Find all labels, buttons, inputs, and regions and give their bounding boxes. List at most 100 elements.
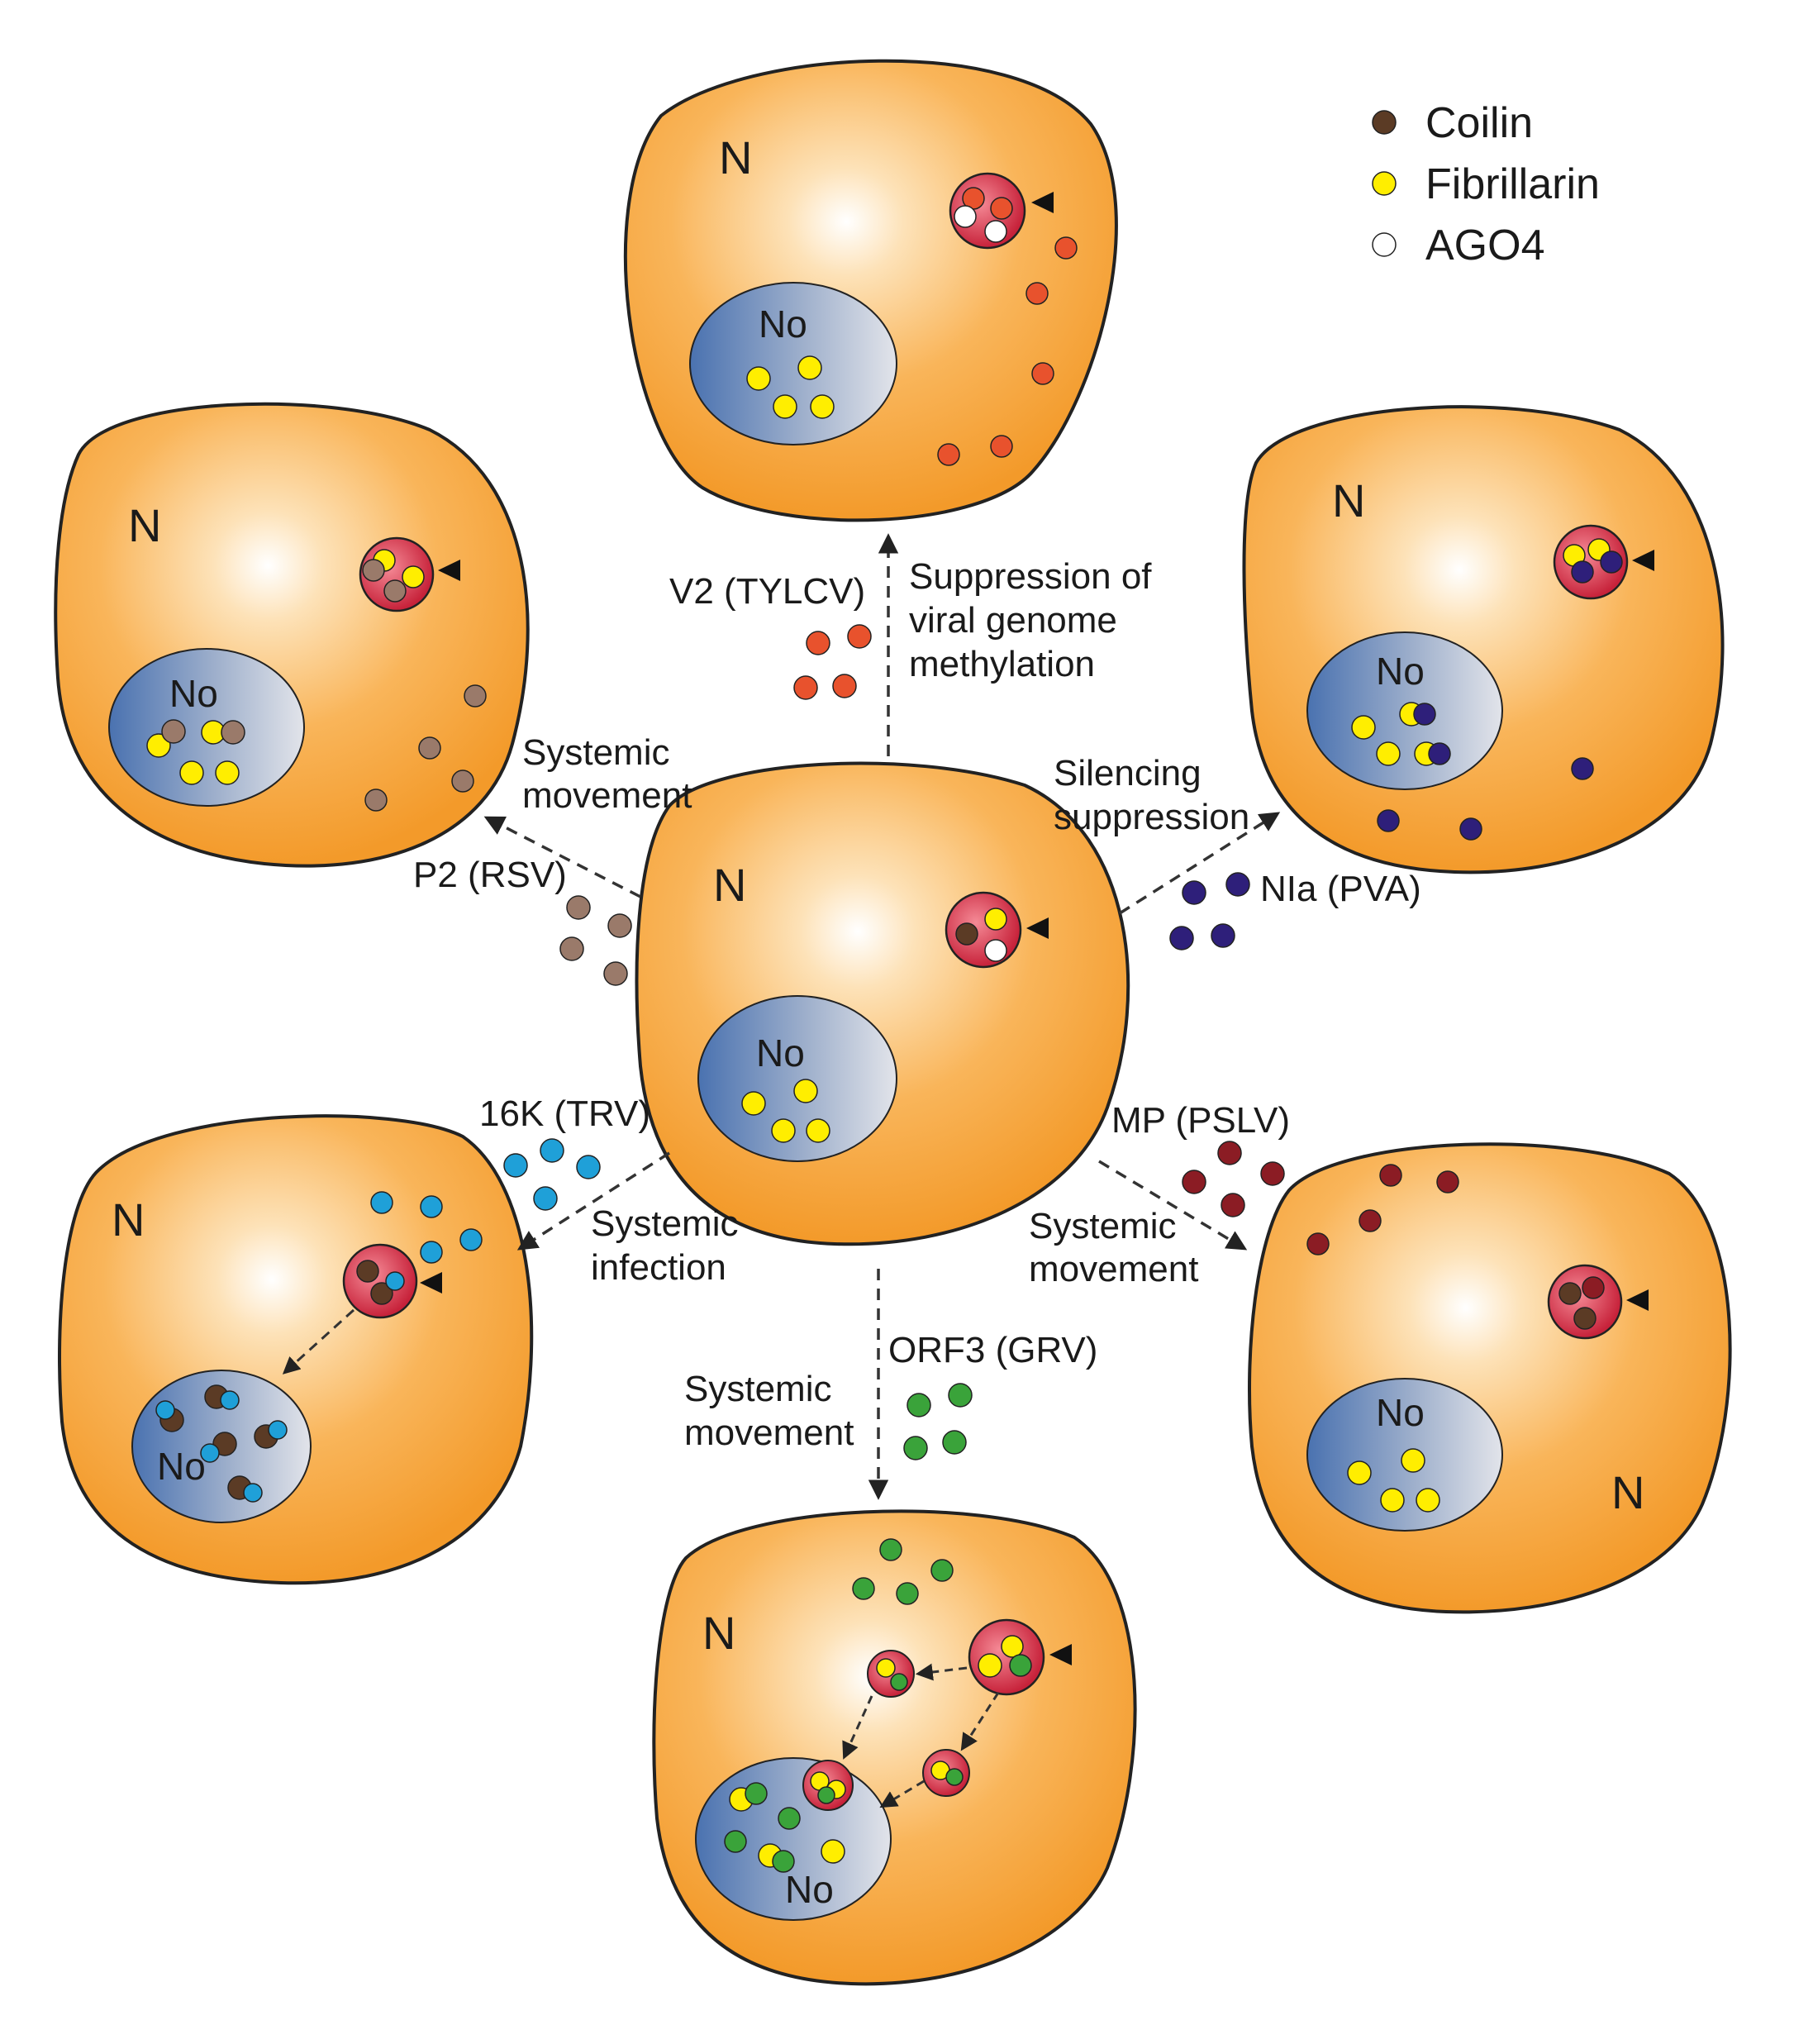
tylcv-dot xyxy=(806,631,830,655)
grv-dot xyxy=(745,1782,768,1805)
cell-grv-nucleolus-label: No xyxy=(785,1868,834,1911)
cell-pva: N No xyxy=(1242,405,1725,874)
pathway-labels: V2 (TYLCV) Suppression of viral genome m… xyxy=(413,556,1421,1453)
label-pva-effect-2: suppression xyxy=(1054,797,1249,837)
pva-dot xyxy=(1211,923,1235,948)
grv-dot xyxy=(724,1830,747,1853)
cajal-body-arrowhead xyxy=(1049,1644,1072,1665)
rsv-dot xyxy=(364,789,388,812)
pva-dot xyxy=(1413,703,1436,726)
pslv-dot xyxy=(1182,1170,1206,1194)
cell-pva-cajal-body xyxy=(1553,524,1629,600)
label-grv-protein: ORF3 (GRV) xyxy=(888,1330,1097,1370)
cell-center: N No xyxy=(635,761,1130,1246)
pva-dot xyxy=(1571,757,1594,780)
fibrillarin-dot xyxy=(771,1118,796,1143)
fibrillarin-dot xyxy=(810,394,835,419)
tylcv-dot xyxy=(1025,282,1049,305)
cell-center-nucleolus xyxy=(697,995,897,1162)
trv-dot xyxy=(243,1483,263,1503)
cell-tylcv: N No xyxy=(624,59,1118,522)
fibrillarin-dot xyxy=(1001,1635,1024,1658)
pslv-dot xyxy=(1582,1276,1605,1299)
fibrillarin-dot xyxy=(984,908,1007,931)
label-pslv-effect-1: Systemic xyxy=(1029,1206,1176,1246)
cajal-body-arrowhead xyxy=(1632,550,1654,571)
label-pslv-protein: MP (PSLV) xyxy=(1111,1100,1290,1141)
pva-dot xyxy=(1225,872,1250,897)
trv-dot xyxy=(220,1390,240,1410)
rsv-dot xyxy=(362,559,385,582)
grv-dot xyxy=(890,1673,908,1691)
fibrillarin-dot xyxy=(773,394,797,419)
fibrillarin-dot xyxy=(1347,1460,1372,1485)
tylcv-dot xyxy=(847,624,872,649)
grv-dot xyxy=(852,1577,875,1600)
label-grv-effect-1: Systemic xyxy=(684,1369,831,1409)
pva-dot xyxy=(1182,880,1206,905)
fibrillarin-dot xyxy=(1401,1448,1425,1473)
cell-grv-cajal-body xyxy=(968,1618,1045,1696)
fibrillarin-dot xyxy=(876,1658,896,1678)
grv-dot xyxy=(930,1559,954,1582)
rsv-dot xyxy=(607,913,632,938)
cell-rsv: N No xyxy=(54,402,530,868)
grv-path-arrow xyxy=(879,1780,925,1808)
coilin-dot xyxy=(955,922,978,946)
fibrillarin-dot xyxy=(793,1079,818,1103)
tylcv-dot xyxy=(937,443,960,466)
cell-rsv-nucleolus-label: No xyxy=(169,672,218,715)
tylcv-dot xyxy=(1054,236,1078,260)
rsv-dot xyxy=(603,961,628,986)
fibrillarin-dot xyxy=(741,1091,766,1116)
trv-dot xyxy=(385,1271,405,1291)
label-tylcv-effect-3: methylation xyxy=(909,644,1095,684)
cajal-body-arrowhead xyxy=(1626,1289,1649,1311)
cell-grv-body xyxy=(652,1509,1137,1986)
tylcv-dot xyxy=(832,674,857,698)
cell-trv-cajal-body xyxy=(342,1243,418,1319)
cell-rsv-nucleus-label: N xyxy=(128,499,161,551)
cell-pva-nucleolus-label: No xyxy=(1376,650,1425,693)
coilin-dot xyxy=(1558,1282,1582,1305)
fibrillarin-dot xyxy=(1380,1488,1405,1513)
ago4-dot xyxy=(984,220,1007,243)
grv-dot xyxy=(942,1430,967,1455)
cell-pslv-nucleolus-label: No xyxy=(1376,1391,1425,1434)
pva-dot xyxy=(1459,817,1482,841)
pva-dot xyxy=(1169,926,1194,951)
arrow-trv xyxy=(516,1151,670,1251)
grv-dot xyxy=(945,1768,964,1786)
label-trv-protein: 16K (TRV) xyxy=(479,1093,650,1134)
label-pva-effect-1: Silencing xyxy=(1054,753,1202,793)
cell-pva-nucleus-label: N xyxy=(1332,474,1365,526)
rsv-dot xyxy=(418,736,441,760)
rsv-dot xyxy=(451,769,474,793)
legend-fibrillarin-label: Fibrillarin xyxy=(1425,160,1600,208)
tylcv-dot xyxy=(990,435,1013,458)
legend-coilin-label: Coilin xyxy=(1425,99,1533,147)
cajal-body-arrowhead xyxy=(438,560,460,581)
pva-dot xyxy=(1377,809,1400,832)
label-rsv-protein: P2 (RSV) xyxy=(413,855,567,895)
trv-dot xyxy=(533,1186,558,1211)
legend-fibrillarin-swatch xyxy=(1372,171,1397,196)
fibrillarin-dot xyxy=(978,1653,1002,1678)
label-rsv-effect-1: Systemic xyxy=(522,732,669,773)
pva-dot xyxy=(1571,560,1594,584)
tylcv-dot xyxy=(990,197,1013,220)
grv-dot xyxy=(1009,1654,1032,1677)
trv-dot xyxy=(200,1443,220,1463)
grv-dot xyxy=(948,1383,973,1408)
tylcv-dot xyxy=(793,675,818,700)
rsv-dot xyxy=(383,579,407,603)
label-tylcv-protein: V2 (TYLCV) xyxy=(669,571,865,612)
rsv-dot xyxy=(221,720,245,745)
cell-trv-body xyxy=(58,1114,534,1585)
ago4-dot xyxy=(954,205,977,228)
cell-trv-nucleus-label: N xyxy=(112,1194,145,1246)
fibrillarin-dot xyxy=(179,760,204,785)
label-pslv-effect-2: movement xyxy=(1029,1249,1198,1289)
trv-dot xyxy=(540,1138,564,1163)
